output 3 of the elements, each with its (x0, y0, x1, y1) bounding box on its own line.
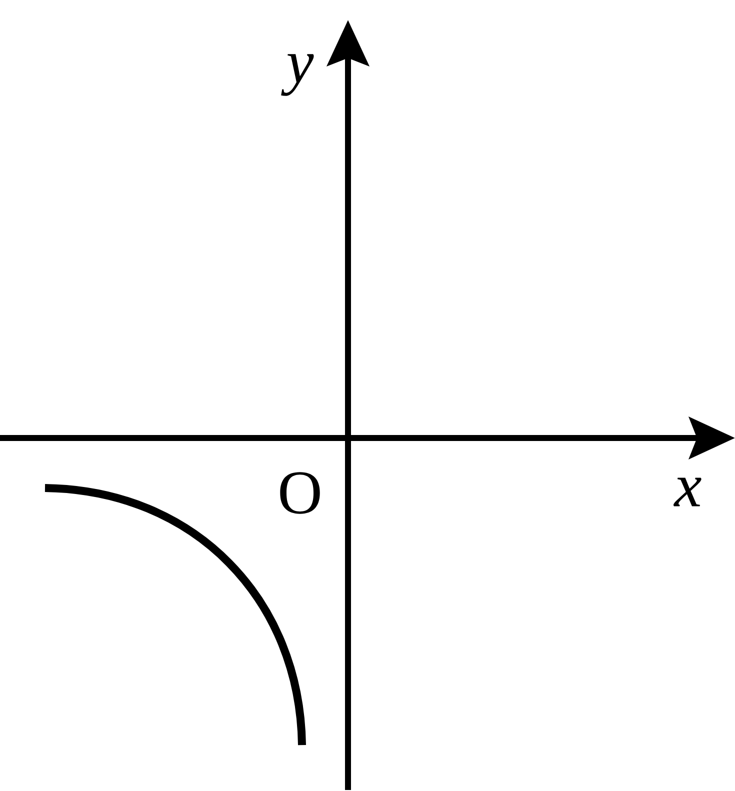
axis-label: O (280, 472, 320, 514)
axis-label: x (674, 478, 702, 506)
axis-label: y (281, 54, 314, 96)
